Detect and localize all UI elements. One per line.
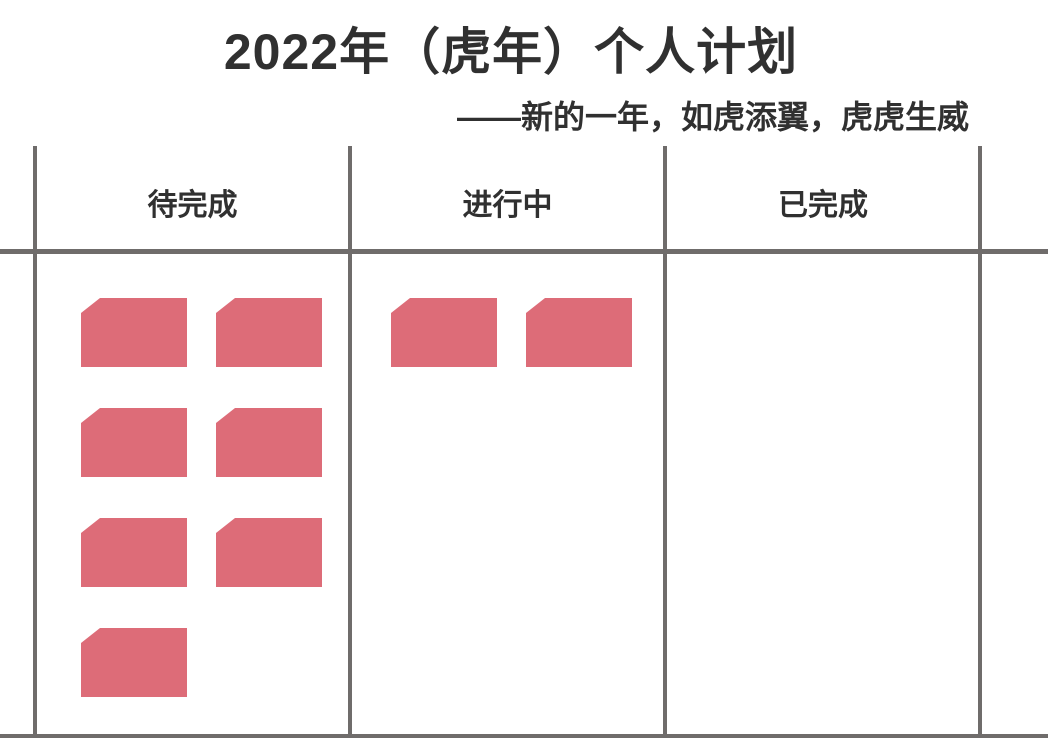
- column-divider-line-2: [663, 146, 667, 734]
- task-card[interactable]: [81, 518, 187, 587]
- page-subtitle: ——新的一年，如虎添翼，虎虎生威: [456, 99, 969, 135]
- task-card[interactable]: [216, 298, 322, 367]
- cards-area-todo: [81, 298, 323, 697]
- header-divider-line: [0, 249, 1048, 254]
- task-card[interactable]: [391, 298, 497, 367]
- column-header-in-progress: 进行中: [462, 189, 553, 222]
- board-left-border-line: [33, 146, 37, 734]
- task-card[interactable]: [81, 408, 187, 477]
- column-divider-line-1: [348, 146, 352, 734]
- task-card[interactable]: [81, 298, 187, 367]
- board-right-border-line: [978, 146, 982, 734]
- page-title: 2022年（虎年）个人计划: [223, 24, 799, 80]
- task-card[interactable]: [216, 518, 322, 587]
- column-header-done: 已完成: [778, 189, 868, 222]
- column-header-todo: 待完成: [147, 189, 238, 222]
- task-card[interactable]: [81, 628, 187, 697]
- task-card[interactable]: [526, 298, 632, 367]
- bottom-border-line: [0, 734, 1048, 738]
- task-card[interactable]: [216, 408, 322, 477]
- cards-area-in-progress: [391, 298, 633, 367]
